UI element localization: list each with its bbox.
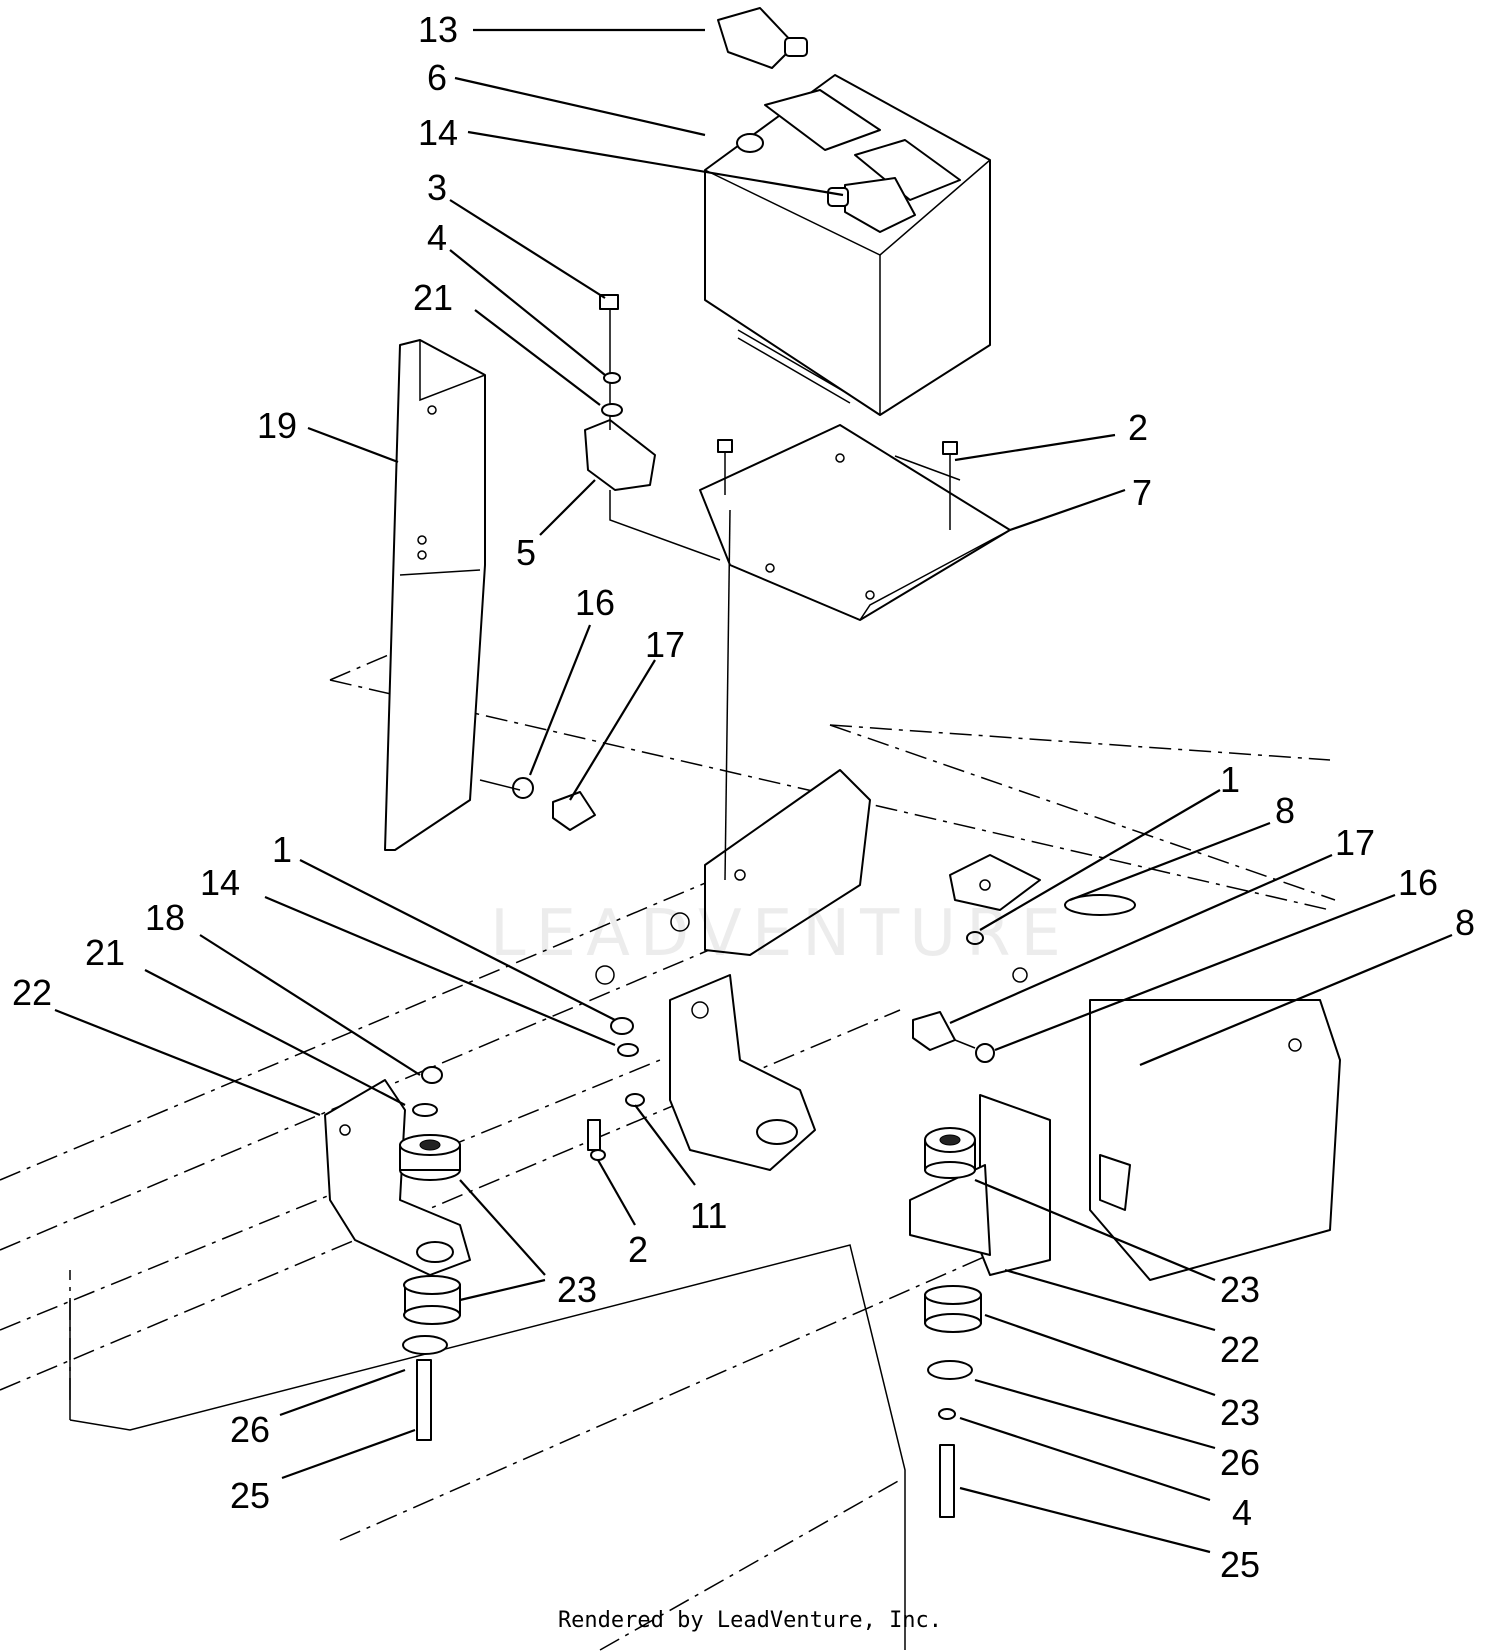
callout-22-right: 22 [1220,1329,1260,1370]
watermark-text: LEADVENTURE [490,897,1071,971]
callout-8: 8 [1275,790,1295,831]
callout-18: 18 [145,897,185,938]
terminal-cover-top [717,7,808,69]
callout-5: 5 [516,532,536,573]
center-hardware [587,1017,645,1161]
washer-bolt-right [912,931,995,1063]
callout-23-left: 23 [557,1269,597,1310]
right-frame [949,854,1341,1281]
tray-bolts [717,439,958,530]
callout-21: 21 [413,277,453,318]
right-isolators [909,1127,991,1518]
callout-7: 7 [1132,472,1152,513]
hold-down-rod [384,339,486,851]
callout-labels: 13 6 14 3 4 21 19 5 2 7 16 17 1 8 17 16 … [12,9,1475,1585]
credit-text: Rendered by LeadVenture, Inc. [557,1608,943,1633]
battery-tray [699,424,1011,621]
callout-2: 2 [1128,407,1148,448]
callout-23-right-bottom: 23 [1220,1392,1260,1433]
callout-16-right: 16 [1398,862,1438,903]
callout-2-center: 2 [628,1229,648,1270]
battery [704,74,991,416]
frame-phantom-lines [0,619,1336,1651]
callout-1: 1 [1220,759,1240,800]
callout-14: 14 [418,112,458,153]
callout-17: 17 [645,624,685,665]
callout-4: 4 [427,217,447,258]
washer-bolt-left [479,777,596,831]
frame-bracket [595,509,871,1171]
lower-frame-panel [69,1244,906,1650]
callout-23-right-top: 23 [1220,1269,1260,1310]
callout-19: 19 [257,405,297,446]
callout-17-right: 17 [1335,822,1375,863]
callout-26-left: 26 [230,1409,270,1450]
callout-25-right: 25 [1220,1544,1260,1585]
callout-26-right: 26 [1220,1442,1260,1483]
left-mount-bracket [324,1079,471,1276]
callout-21-left: 21 [85,932,125,973]
callout-4-right: 4 [1232,1492,1252,1533]
callout-16: 16 [575,582,615,623]
callout-14-left: 14 [200,862,240,903]
left-isolators [399,1066,461,1441]
callout-11: 11 [690,1195,727,1236]
callout-8-right: 8 [1455,902,1475,943]
hold-down-clamp [584,294,721,561]
callout-3: 3 [427,167,447,208]
callout-25-left: 25 [230,1475,270,1516]
leader-lines [54,28,1453,1554]
callout-1-left: 1 [272,829,292,870]
callout-6: 6 [427,57,447,98]
callout-13: 13 [418,9,458,50]
callout-22-left: 22 [12,972,52,1013]
